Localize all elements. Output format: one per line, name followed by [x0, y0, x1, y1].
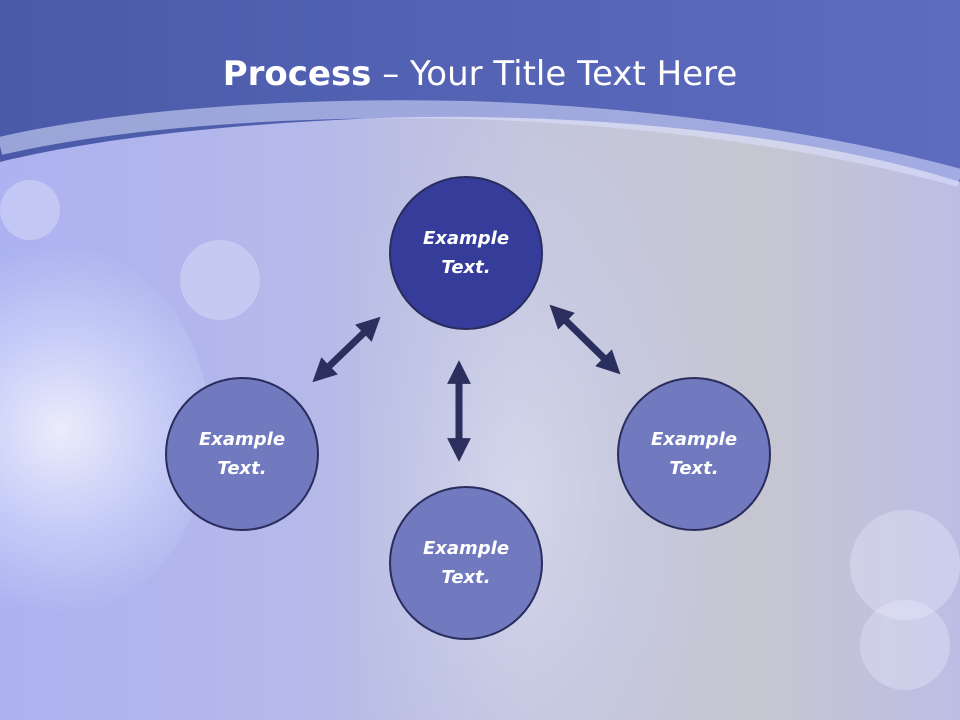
node-text-line2: Text.	[217, 458, 267, 479]
node-text-line2: Text.	[441, 567, 491, 588]
node-text-line1: Example	[650, 429, 738, 450]
node-text-line2: Text.	[441, 257, 491, 278]
title-rest: – Your Title Text Here	[371, 54, 738, 94]
process-node-bottom: Example Text.	[389, 486, 543, 640]
slide-title: Process – Your Title Text Here	[0, 54, 960, 94]
bokeh-light	[180, 240, 260, 320]
process-node-top: Example Text.	[389, 176, 543, 330]
bokeh-light	[850, 510, 960, 620]
header-band	[0, 0, 960, 187]
process-node-right: Example Text.	[617, 377, 771, 531]
bokeh-light	[0, 180, 60, 240]
title-bold: Process	[222, 54, 372, 94]
bokeh-light	[860, 600, 950, 690]
process-node-left: Example Text.	[165, 377, 319, 531]
arrow-top-right	[549, 304, 621, 375]
node-text-line1: Example	[422, 538, 510, 559]
node-text-line2: Text.	[669, 458, 719, 479]
node-text-line1: Example	[422, 228, 510, 249]
node-text-line1: Example	[198, 429, 286, 450]
arrow-top-left	[312, 316, 381, 383]
